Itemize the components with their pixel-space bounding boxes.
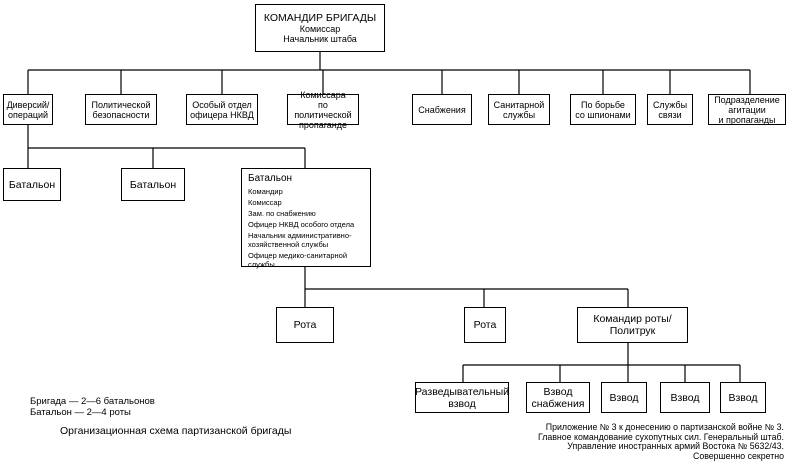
size-notes: Бригада — 2—6 батальонов Батальон — 2—4 …: [30, 396, 155, 418]
brigade-size-note: Бригада — 2—6 батальонов: [30, 396, 155, 407]
company-commander-box: Командир роты/ Политрук: [577, 307, 688, 343]
platoon-box: Взвод: [601, 382, 647, 413]
platoon-box: Взвод: [720, 382, 766, 413]
department-nkvd: Особый отдел офицера НКВД: [186, 94, 258, 125]
battalion-detail-box: Батальон Командир Комиссар Зам. по снабж…: [241, 168, 371, 269]
chief-of-staff-label: Начальник штаба: [283, 34, 357, 44]
battalion-box: Батальон: [121, 168, 185, 201]
brigade-commander-title: КОМАНДИР БРИГАДЫ: [263, 12, 377, 24]
department-medical: Санитарной службы: [488, 94, 550, 125]
department-communications: Службы связи: [647, 94, 693, 125]
battalion-box: Батальон: [3, 168, 61, 201]
appendix-note: Приложение № 3 к донесению о партизанско…: [537, 422, 784, 461]
department-supply: Снабжения: [412, 94, 472, 125]
department-counterintelligence: По борьбе со шпионами: [570, 94, 636, 125]
battalion-detail-title: Батальон: [248, 173, 293, 184]
diagram-caption: Организационная схема партизанской брига…: [60, 425, 292, 437]
platoon-box: Взвод: [660, 382, 710, 413]
company-box: Рота: [276, 307, 334, 343]
company-box: Рота: [464, 307, 506, 343]
department-sabotage: Диверсий/ операций: [3, 94, 53, 125]
department-agitation: Подразделение агитации и пропаганды: [708, 94, 786, 125]
platoon-supply: Взвод снабжения: [526, 382, 590, 413]
battalion-size-note: Батальон — 2—4 роты: [30, 407, 131, 418]
commissar-label: Комиссар: [299, 24, 341, 34]
brigade-commander-box: КОМАНДИР БРИГАДЫ Комиссар Начальник штаб…: [255, 4, 385, 52]
department-political-security: Политической безопасности: [85, 94, 157, 125]
platoon-recon: Разведывательный взвод: [415, 382, 509, 413]
department-propaganda-commissar: Комиссара по политической пропаганде: [287, 90, 359, 130]
